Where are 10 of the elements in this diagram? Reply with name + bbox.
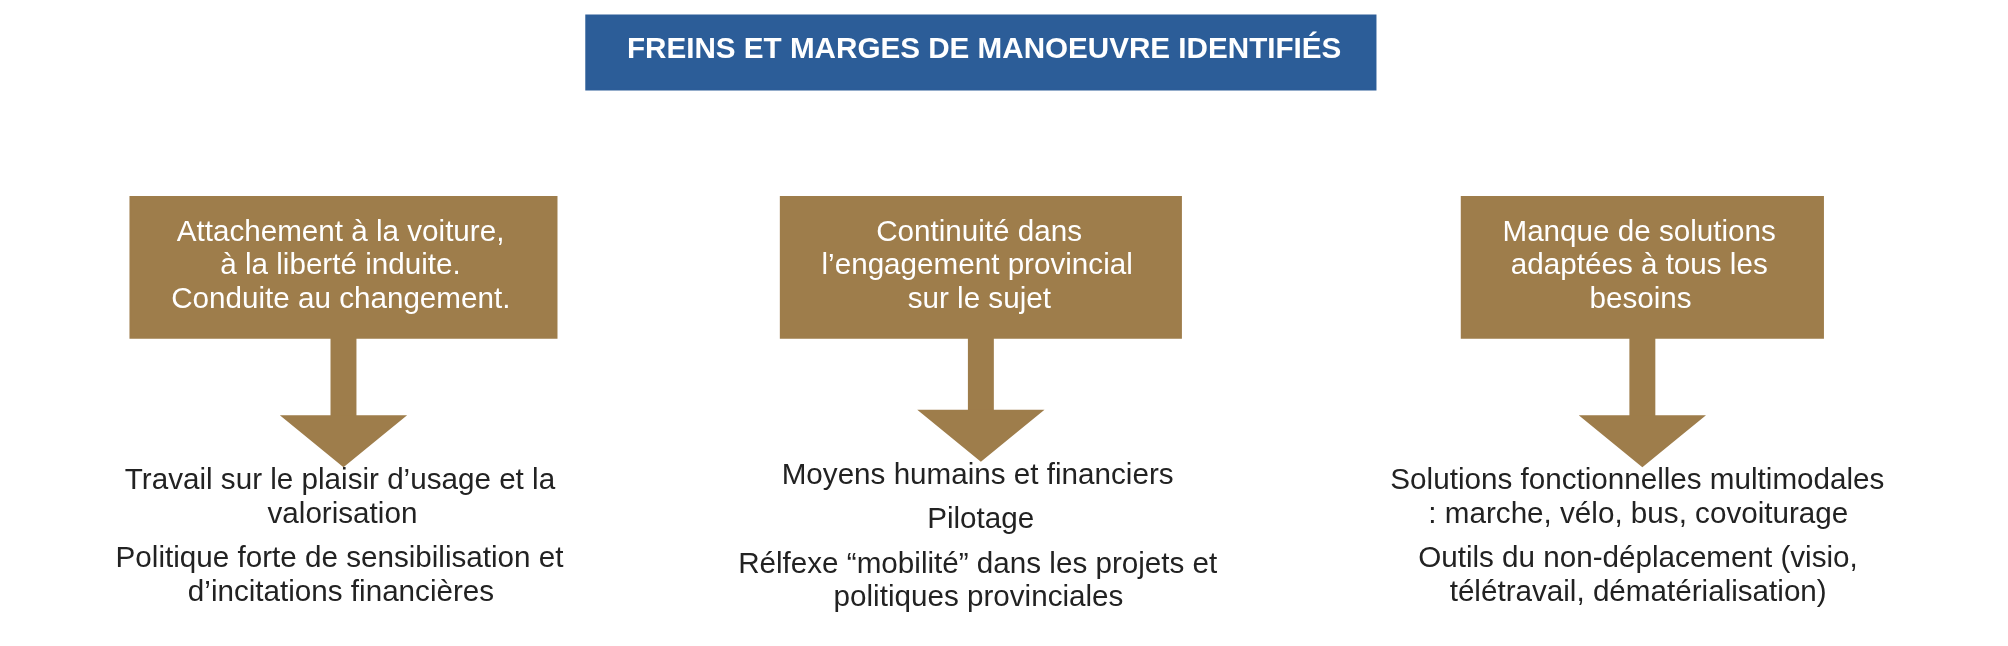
node-box: FREINS ET MARGES DE MANOEUVRE IDENTIFIÉS [584, 14, 1376, 91]
node-text: Solutions fonctionnelles multimodales : marche, vélo, bus, covoiturage Outils du non-déplacement (visio, télétravail, dématérialisation) [1389, 462, 1884, 607]
arrow [279, 337, 407, 468]
node-text: Moyens humains et financiers Pilotage Rélfexe “mobilité” dans les projets et politiques provinciales [737, 456, 1217, 613]
arrow [1578, 337, 1706, 468]
node-box: Continuité dans l’engagement provincial sur le sujet [779, 196, 1182, 339]
arrow [916, 337, 1044, 462]
node-box: Manque de solutions adaptées à tous les besoins [1460, 196, 1824, 339]
node-text: Travail sur le plaisir d’usage et la valorisation Politique forte de sensibilisation et d’incitations financières [115, 462, 564, 607]
node-box: Attachement à la voiture, à la liberté induite. Conduite au changement. [128, 196, 557, 339]
